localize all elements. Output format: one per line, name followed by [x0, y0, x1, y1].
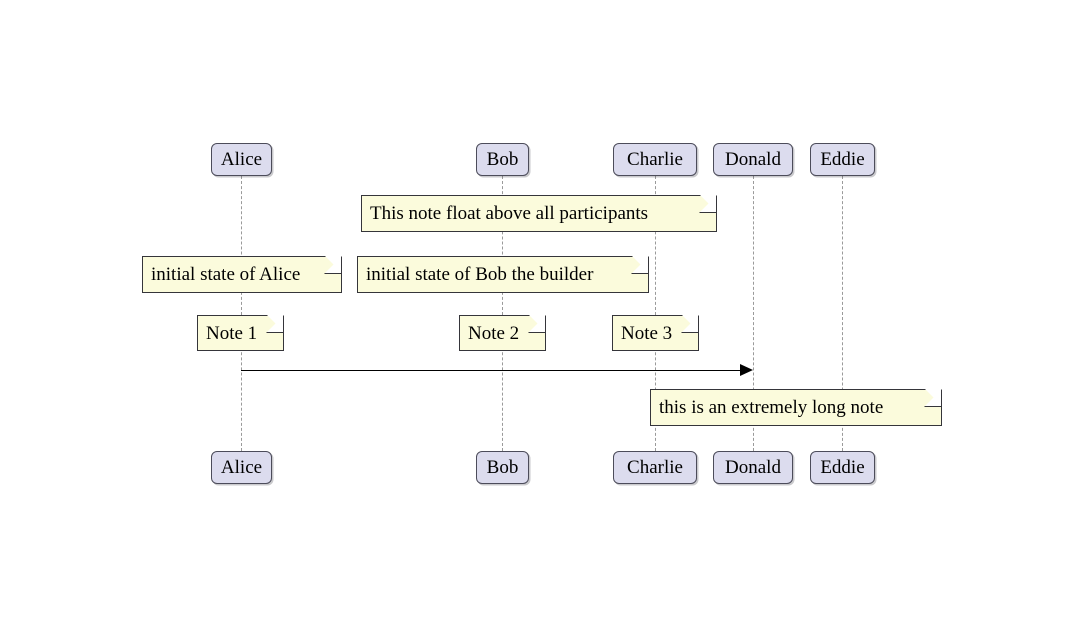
note-initial-state-bob[interactable]: initial state of Bob the builder	[357, 256, 649, 293]
lifeline-eddie	[842, 176, 843, 451]
participant-footer-donald[interactable]: Donald	[713, 451, 793, 484]
participant-label: Alice	[220, 457, 263, 478]
participant-label: Charlie	[627, 149, 683, 170]
note-text: This note float above all participants	[370, 203, 649, 224]
lifeline-alice	[241, 176, 242, 451]
note-text: Note 3	[621, 322, 673, 344]
lifeline-donald	[753, 176, 754, 451]
participant-footer-alice[interactable]: Alice	[211, 451, 272, 484]
note-text: Note 1	[206, 322, 258, 344]
participant-label: Alice	[220, 149, 263, 170]
message-arrowhead-icon	[740, 364, 753, 376]
note-body	[650, 389, 942, 426]
participant-label: Donald	[725, 149, 781, 170]
note-body	[459, 315, 546, 351]
participant-footer-charlie[interactable]: Charlie	[613, 451, 697, 484]
participant-label: Eddie	[820, 457, 865, 478]
note-3[interactable]: Note 3	[612, 315, 699, 351]
note-initial-state-alice[interactable]: initial state of Alice	[142, 256, 342, 293]
note-body	[197, 315, 284, 351]
lifeline-bob	[502, 176, 503, 451]
note-body	[361, 195, 717, 232]
note-extremely-long[interactable]: this is an extremely long note	[650, 389, 942, 426]
note-text: initial state of Alice	[151, 264, 301, 285]
note-text: initial state of Bob the builder	[366, 264, 594, 285]
note-body	[357, 256, 649, 293]
participant-header-bob[interactable]: Bob	[476, 143, 529, 176]
note-body	[142, 256, 342, 293]
note-text: Note 2	[468, 322, 520, 344]
participant-header-charlie[interactable]: Charlie	[613, 143, 697, 176]
participant-label: Bob	[486, 149, 519, 170]
participant-footer-eddie[interactable]: Eddie	[810, 451, 875, 484]
participant-header-donald[interactable]: Donald	[713, 143, 793, 176]
participant-label: Eddie	[820, 149, 865, 170]
participant-label: Bob	[486, 457, 519, 478]
message-line-alice-donald[interactable]	[241, 370, 741, 371]
note-body	[612, 315, 699, 351]
participant-header-alice[interactable]: Alice	[211, 143, 272, 176]
note-over-all-participants[interactable]: This note float above all participants	[361, 195, 717, 232]
participant-label: Donald	[725, 457, 781, 478]
note-text: this is an extremely long note	[659, 397, 884, 418]
note-1[interactable]: Note 1	[197, 315, 284, 351]
participant-header-eddie[interactable]: Eddie	[810, 143, 875, 176]
note-2[interactable]: Note 2	[459, 315, 546, 351]
participant-label: Charlie	[627, 457, 683, 478]
lifeline-charlie	[655, 176, 656, 451]
participant-footer-bob[interactable]: Bob	[476, 451, 529, 484]
